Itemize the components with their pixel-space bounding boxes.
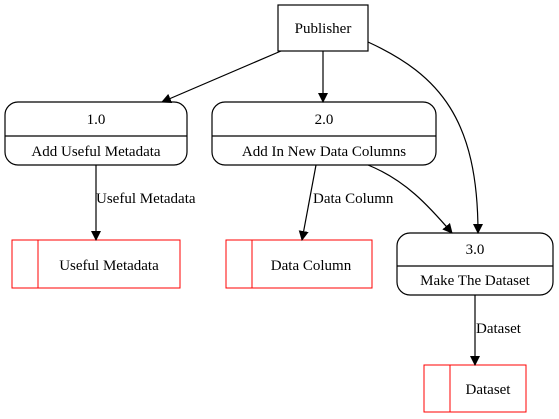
datastore-dataset: Dataset: [423, 364, 527, 413]
process-3: 3.0 Make The Dataset: [396, 232, 554, 296]
datastore-data-column: Data Column: [225, 239, 373, 289]
process-2: 2.0 Add In New Data Columns: [211, 101, 437, 166]
edge-label-useful-metadata: Useful Metadata: [96, 191, 196, 207]
edge-process-2-to-process-3: [367, 164, 453, 234]
edge-publisher-to-process-1: [161, 50, 282, 104]
process-2-id: 2.0: [315, 112, 334, 128]
datastore-data-column-box: [225, 239, 373, 289]
edge-label-dataset: Dataset: [476, 321, 522, 337]
process-3-name: Make The Dataset: [420, 273, 531, 289]
process-2-name: Add In New Data Columns: [242, 144, 406, 160]
edge-label-data-column: Data Column: [313, 191, 394, 207]
entity-publisher-box: [277, 4, 369, 52]
entity-publisher-label: Publisher: [295, 21, 352, 37]
datastore-useful-metadata-label: Useful Metadata: [59, 258, 159, 274]
datastore-useful-metadata: Useful Metadata: [11, 239, 181, 289]
datastore-dataset-box: [423, 364, 527, 413]
edge-process-2-to-data-column: [298, 164, 317, 241]
process-3-id: 3.0: [466, 242, 485, 258]
process-1-id: 1.0: [87, 112, 106, 128]
entity-publisher: Publisher: [277, 4, 369, 52]
datastore-dataset-label: Dataset: [466, 382, 512, 398]
process-1: 1.0 Add Useful Metadata: [4, 101, 188, 166]
edge-publisher-to-process-3: [367, 41, 483, 234]
process-1-name: Add Useful Metadata: [31, 144, 160, 160]
datastore-data-column-label: Data Column: [271, 258, 352, 274]
